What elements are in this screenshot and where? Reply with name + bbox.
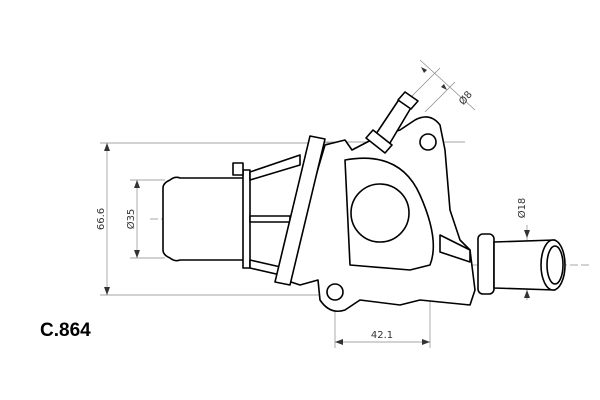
center-boss bbox=[350, 183, 410, 243]
inlet-diameter-label: Ø35 bbox=[125, 209, 137, 230]
mounting-plate bbox=[274, 135, 326, 286]
top-lug-hole bbox=[419, 133, 437, 151]
dimension-arrows bbox=[104, 67, 530, 345]
thermostat-housing bbox=[162, 91, 566, 313]
overall-height-label: 66.6 bbox=[96, 208, 107, 230]
lug-offset-label: 42.1 bbox=[371, 330, 393, 341]
part-code: C.864 bbox=[40, 320, 91, 341]
inlet-flange bbox=[242, 169, 251, 269]
bleed-pipe-diameter-label: Ø8 bbox=[457, 89, 475, 108]
bottom-lug-hole bbox=[326, 283, 344, 301]
inlet-pipe bbox=[162, 176, 246, 262]
outlet-diameter-label: Ø18 bbox=[516, 198, 528, 219]
